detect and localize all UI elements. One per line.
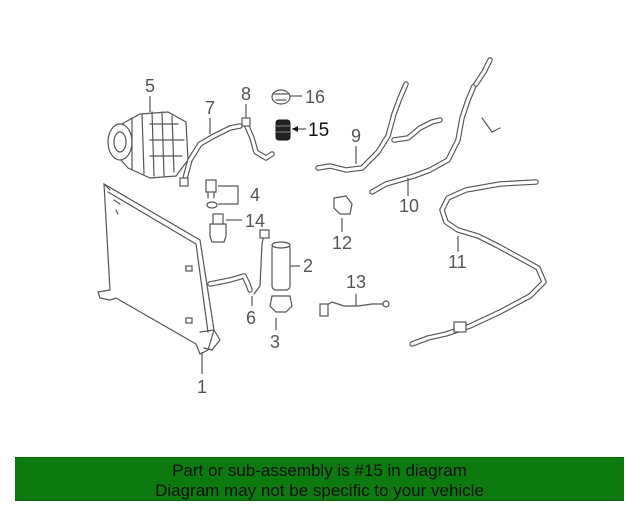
callout-14: 14: [245, 211, 265, 231]
callout-11: 11: [448, 252, 467, 272]
callout-15: 15: [308, 120, 329, 141]
part-9-hose: [315, 81, 443, 173]
callout-4: 4: [250, 185, 260, 205]
callout-6: 6: [246, 308, 256, 328]
part-7-hose: [179, 123, 243, 187]
part-13-sensor: [319, 300, 390, 317]
part-2-drier: [271, 241, 291, 291]
part-1-condenser: [97, 182, 221, 355]
callout-12: 12: [332, 233, 352, 253]
callout-leaders: [149, 95, 459, 374]
callout-1: 1: [197, 377, 207, 397]
callout-2: 2: [303, 256, 313, 276]
part-10-hose: [369, 57, 501, 195]
info-banner: Part or sub-assembly is #15 in diagram D…: [15, 457, 624, 501]
callout-3: 3: [270, 332, 280, 352]
callout-9: 9: [351, 126, 361, 146]
part-3-bracket: [269, 295, 293, 313]
callout-5: 5: [145, 76, 155, 96]
part-15-component: [275, 119, 291, 141]
banner-line-disclaimer: Diagram may not be specific to your vehi…: [155, 481, 484, 500]
part-5-compressor: [107, 111, 189, 179]
part-11-hose: [409, 179, 547, 347]
callout-7: 7: [205, 98, 215, 118]
part-16-cap: [271, 89, 291, 105]
callout-10: 10: [399, 196, 419, 216]
part-4-valve: [205, 179, 218, 209]
part-8-hose: [241, 117, 275, 161]
callout-16: 16: [305, 87, 325, 107]
banner-line-part: Part or sub-assembly is #15 in diagram: [172, 461, 467, 480]
part-6-line: [207, 229, 270, 295]
callout-8: 8: [241, 84, 251, 104]
part-12-clamp: [333, 195, 353, 215]
callout-13: 13: [346, 272, 366, 292]
part-14-switch: [209, 213, 227, 243]
